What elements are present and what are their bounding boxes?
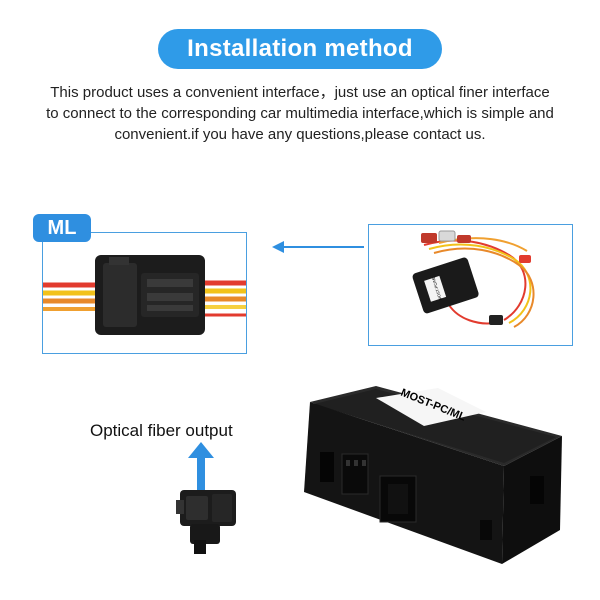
optical-fiber-label: Optical fiber output xyxy=(90,421,233,440)
description-line-1: This product uses a convenient interface… xyxy=(50,84,550,101)
description-line-2: to connect to the corresponding car mult… xyxy=(46,105,554,122)
arrow-up-icon xyxy=(188,442,214,490)
page-title: Installation method xyxy=(158,29,442,69)
arrow-left-icon xyxy=(272,241,364,253)
description: This product uses a convenient interface… xyxy=(10,82,590,145)
ml-connector-image xyxy=(43,255,246,335)
harness-panel: MOST-PC/ML xyxy=(368,224,573,346)
description-line-3: convenient.if you have any questions,ple… xyxy=(114,126,486,143)
optical-connector-image xyxy=(176,490,236,554)
module-box-image: MOST-PC/ML xyxy=(304,386,562,564)
ml-connector-panel xyxy=(42,232,247,354)
harness-image: MOST-PC/ML xyxy=(412,230,535,328)
ml-tag: ML xyxy=(33,214,91,242)
